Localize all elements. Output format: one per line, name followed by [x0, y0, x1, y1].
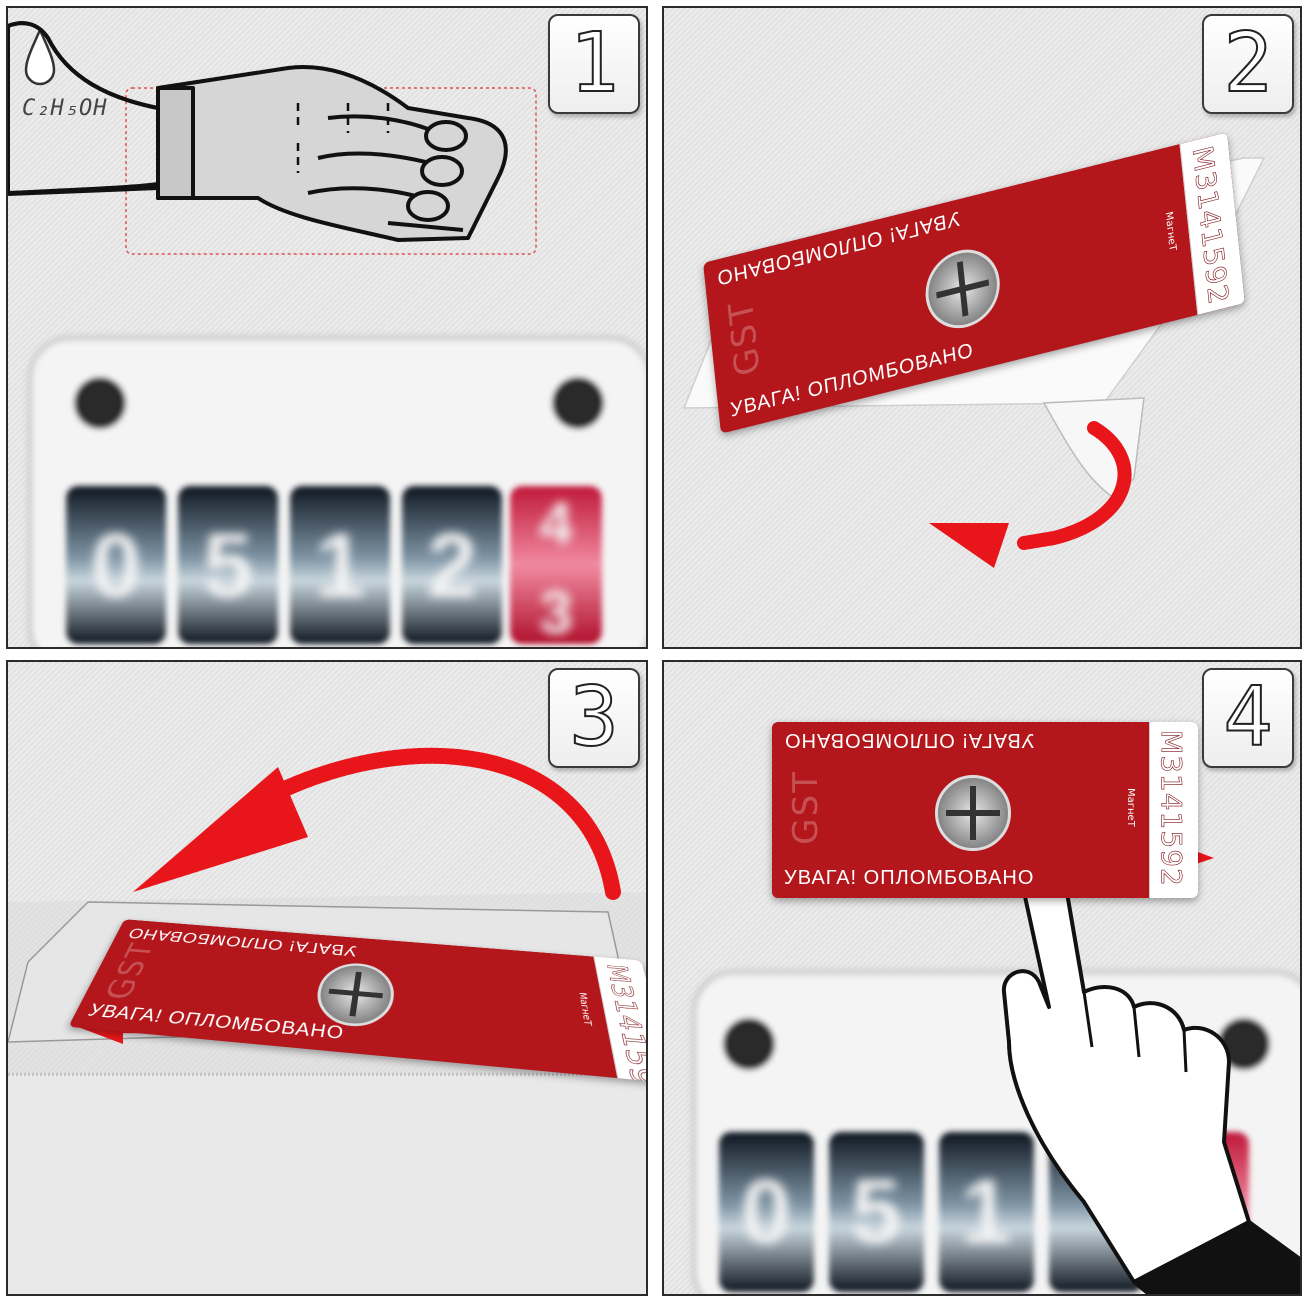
curved-arrow-icon: [258, 756, 613, 892]
step-number-badge: 3: [548, 668, 640, 768]
step-number-badge: 4: [1202, 668, 1294, 768]
seal-serial: M3141592: [1155, 730, 1188, 887]
counter-digit-3: 1: [961, 1162, 1011, 1262]
counter-digit-3: 1: [315, 516, 365, 616]
seal-serial: M3141592: [600, 963, 648, 1083]
seal-gst-mark: GST: [786, 770, 826, 845]
fist-icon: [8, 23, 506, 240]
ethanol-formula: C₂H₅OH: [22, 96, 107, 121]
counter-digit-1: 0: [741, 1162, 791, 1262]
seal-sticker-applied: УВАГА! ОПЛОМБОВАНО GST МагнеТ УВАГА! ОПЛ…: [772, 722, 1198, 898]
counter-digit-1: 0: [91, 516, 141, 616]
counter-digit-red-bottom: 3: [539, 579, 572, 646]
seal-serial: M3141592: [1186, 143, 1235, 309]
step-number-badge: 1: [548, 14, 640, 114]
counter-digit-red-top: 4: [539, 490, 573, 557]
seal-warning-bottom: УВАГА! ОПЛОМБОВАНО: [784, 867, 1034, 890]
seal-brand: МагнеТ: [576, 992, 593, 1026]
step-3-panel: УВАГА! ОПЛОМБОВАНО GST МагнеТ УВАГА! ОПЛ…: [6, 660, 648, 1296]
seal-gst-mark: GST: [721, 295, 768, 380]
seal-serial-strip: M3141592: [593, 957, 648, 1084]
step-4-panel: 0 5 1 УВАГА! ОПЛОМБОВАНО GST МагнеТ УВАГ…: [662, 660, 1302, 1296]
hologram-icon: [312, 961, 397, 1030]
step-number-badge: 2: [1202, 14, 1294, 114]
seal-gst-mark: GST: [98, 941, 163, 1001]
seal-serial-strip: M3141592: [1149, 722, 1198, 898]
counter-drums: 0 5 1 2 4 3: [66, 486, 602, 646]
seal-brand: МагнеТ: [1125, 788, 1136, 827]
seal-brand: МагнеТ: [1163, 211, 1178, 253]
hologram-icon: [935, 775, 1011, 851]
step-1-panel: 0 5 1 2 4 3 C₂H₅OH 1: [6, 6, 648, 649]
counter-digit-2: 5: [851, 1162, 901, 1262]
counter-digit-2: 5: [203, 516, 253, 616]
step-2-panel: УВАГА! ОПЛОМБОВАНО GST МагнеТ УВАГА! ОПЛ…: [662, 6, 1302, 649]
seal-warning-top: УВАГА! ОПЛОМБОВАНО: [784, 728, 1034, 751]
hologram-icon: [922, 242, 1004, 337]
counter-digit-4: 2: [427, 516, 477, 616]
